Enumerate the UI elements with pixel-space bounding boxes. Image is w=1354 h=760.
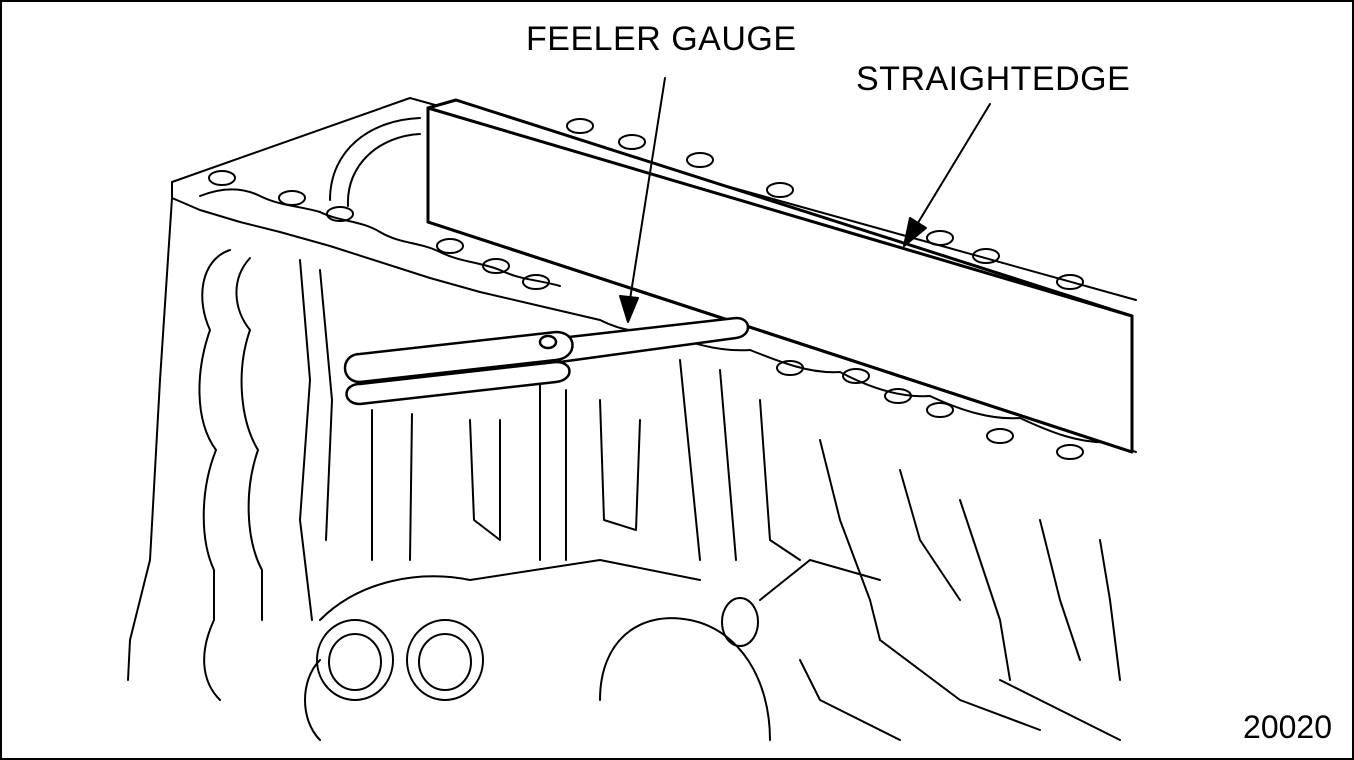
block-rib-2 <box>469 419 501 541</box>
lower-bosses <box>304 559 1121 741</box>
deck-scallop-upper <box>199 188 561 287</box>
straightedge-arrowhead <box>903 217 927 247</box>
leader-lines <box>619 77 991 323</box>
block-rib-8 <box>899 469 961 601</box>
cylinder-bore-inner <box>346 133 421 207</box>
block-left-web-2 <box>319 269 333 541</box>
block-rib-11 <box>1099 539 1121 681</box>
block-rib-5 <box>679 359 737 561</box>
feeler-gauge-arrowhead <box>619 295 639 323</box>
block-rib-1 <box>371 409 413 561</box>
cylinder-bore <box>329 117 421 201</box>
block-rib-9 <box>959 499 1011 681</box>
block-left-web <box>299 259 313 621</box>
cylinder-block <box>127 97 1137 741</box>
feeler-pivot <box>538 334 558 350</box>
feeler-gauge-callout: FEELER GAUGE <box>526 20 797 58</box>
feeler-blade <box>558 316 750 364</box>
straightedge-leader <box>909 103 991 237</box>
block-rib-4 <box>599 399 641 531</box>
straightedge <box>426 98 1134 454</box>
feeler-handle-lower <box>345 360 571 406</box>
block-deck-outline <box>171 97 1137 301</box>
block-deck-front-edge <box>171 181 601 321</box>
straightedge-top-edge <box>426 106 1134 318</box>
block-rib-6 <box>759 399 801 561</box>
figure-number: 20020 <box>1243 709 1332 745</box>
straightedge-bottom-edge <box>426 220 1134 454</box>
feeler-gauge-leader <box>627 77 666 313</box>
block-left-rib-inner <box>235 257 263 621</box>
feeler-handle-upper <box>343 330 574 384</box>
feeler-gauge <box>343 316 750 406</box>
block-left-side <box>127 197 173 681</box>
block-rib-10 <box>1039 519 1081 661</box>
block-rib-7 <box>819 439 881 641</box>
block-left-rib-outer <box>198 249 231 701</box>
head-bolt-holes <box>208 118 1084 460</box>
block-rib-3 <box>539 379 567 561</box>
straightedge-callout: STRAIGHTEDGE <box>856 60 1131 98</box>
